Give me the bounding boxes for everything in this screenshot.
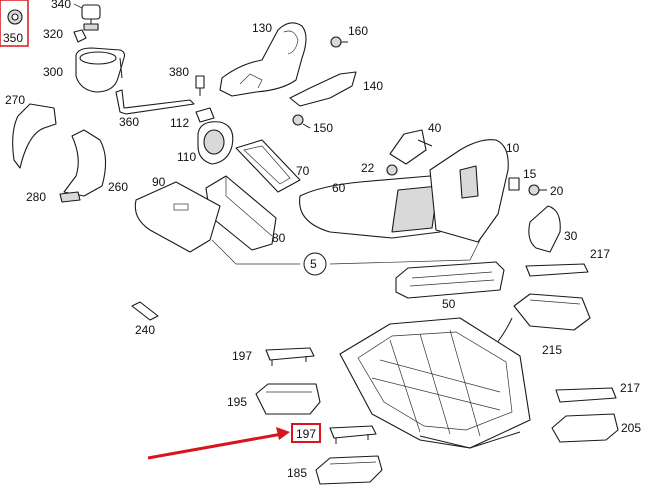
label-40: 40	[428, 121, 442, 135]
label-215: 215	[542, 343, 562, 357]
label-5: 5	[310, 257, 317, 271]
label-10: 10	[506, 141, 520, 155]
label-270: 270	[5, 93, 25, 107]
part-10[interactable]: 10	[429, 139, 520, 243]
label-112: 112	[170, 116, 189, 130]
part-185[interactable]: 185	[287, 455, 383, 485]
part-22[interactable]: 22	[361, 161, 398, 176]
part-70[interactable]: 70	[235, 139, 310, 193]
part-30[interactable]: 30	[528, 205, 578, 253]
part-195[interactable]: 195	[227, 383, 321, 415]
label-150: 150	[313, 121, 333, 135]
label-80: 80	[272, 231, 286, 245]
label-15: 15	[523, 167, 537, 181]
part-360[interactable]: 360	[115, 89, 195, 129]
label-60: 60	[332, 181, 346, 195]
part-50[interactable]: 50	[395, 261, 505, 311]
part-197-lower[interactable]: 197	[291, 423, 377, 444]
label-195: 195	[227, 395, 247, 409]
part-110[interactable]: 110	[177, 121, 234, 165]
label-380: 380	[169, 65, 189, 79]
part-350[interactable]: 350	[0, 0, 29, 47]
red-pointer-arrow	[147, 427, 290, 460]
label-22: 22	[361, 161, 375, 175]
part-112[interactable]: 112	[170, 107, 215, 130]
label-217-upper: 217	[590, 247, 610, 261]
label-130: 130	[252, 21, 272, 35]
label-320: 320	[43, 27, 63, 41]
label-70: 70	[296, 164, 310, 178]
part-240[interactable]: 240	[131, 301, 159, 337]
part-215[interactable]: 215	[513, 293, 591, 357]
part-260[interactable]: 260	[63, 129, 128, 197]
label-185: 185	[287, 466, 307, 480]
label-110: 110	[177, 150, 196, 164]
part-320[interactable]: 320	[43, 27, 87, 43]
part-280[interactable]: 280	[26, 190, 81, 204]
part-217-lower[interactable]: 217	[555, 381, 640, 403]
label-217-lower: 217	[620, 381, 640, 395]
label-197-upper: 197	[232, 349, 252, 363]
part-197-upper[interactable]: 197	[232, 347, 315, 366]
label-30: 30	[564, 229, 578, 243]
callout-5: 5	[211, 239, 481, 276]
label-340: 340	[51, 0, 71, 11]
seat-frame[interactable]	[339, 317, 531, 449]
part-20[interactable]: 20	[528, 184, 564, 198]
part-15[interactable]: 15	[508, 167, 537, 191]
label-20: 20	[550, 184, 564, 198]
label-280: 280	[26, 190, 46, 204]
label-350: 350	[3, 31, 23, 45]
label-197-lower: 197	[296, 427, 316, 441]
label-240: 240	[135, 323, 155, 337]
part-217-upper[interactable]: 217	[525, 247, 610, 277]
part-140[interactable]: 140	[289, 71, 383, 107]
label-360: 360	[119, 115, 139, 129]
part-60[interactable]: 60	[299, 175, 449, 239]
label-90: 90	[152, 175, 166, 189]
part-340[interactable]: 340	[51, 0, 101, 31]
label-260: 260	[108, 180, 128, 194]
label-140: 140	[363, 79, 383, 93]
part-40[interactable]: 40	[389, 121, 442, 165]
highlight-box-197	[291, 423, 321, 443]
part-160[interactable]: 160	[330, 24, 368, 48]
part-270[interactable]: 270	[5, 93, 57, 169]
label-205: 205	[621, 421, 641, 435]
part-130[interactable]: 130	[219, 21, 307, 97]
label-160: 160	[348, 24, 368, 38]
part-90[interactable]: 90	[134, 175, 221, 253]
part-150[interactable]: 150	[292, 114, 333, 135]
part-380[interactable]: 380	[169, 65, 205, 96]
part-300[interactable]: 300	[43, 47, 126, 93]
label-300: 300	[43, 65, 63, 79]
label-50: 50	[442, 297, 456, 311]
part-205[interactable]: 205	[551, 413, 641, 443]
